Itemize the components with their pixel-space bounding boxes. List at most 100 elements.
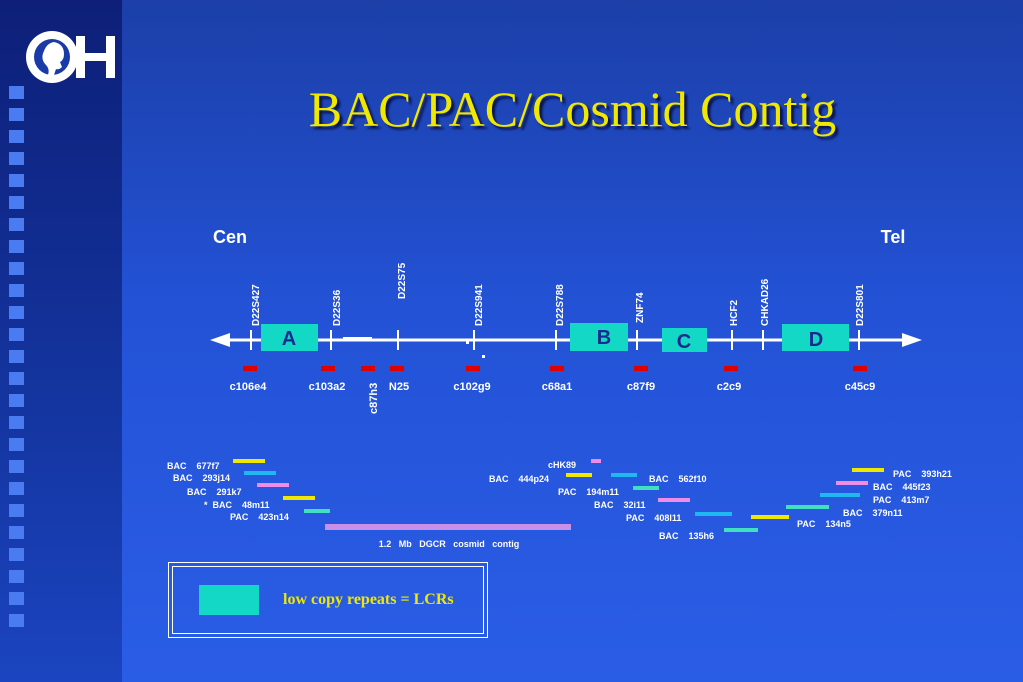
decor-square [9,548,24,561]
cosmid-marker [243,366,257,371]
lcr-label: B [597,327,611,349]
page-title: BAC/PAC/Cosmid Contig [308,81,837,137]
decor-square [9,218,24,231]
clone-bar [304,509,330,513]
clone-bar [566,473,592,477]
clone-label: BAC 677f7 [167,461,220,471]
clone-label: * BAC 48m11 [204,500,270,510]
cosmid-marker [390,366,404,371]
cosmid-label: c2c9 [717,381,741,393]
clone-bar [591,459,601,463]
clone-label: BAC 293j14 [173,473,230,483]
cosmid-marker [466,366,480,371]
marker-label: ZNF74 [635,292,646,323]
marker-label: D22S788 [555,284,566,326]
lcr-block-d [782,324,849,351]
clone-bar [257,483,289,487]
clone-label: BAC 32i11 [594,500,646,510]
cosmid-label: c102g9 [453,381,490,393]
clone-bar [786,505,829,509]
marker-label: HCF2 [729,299,740,326]
marker-label: D22S801 [855,284,866,326]
decor-square [9,570,24,583]
clone-bar [658,498,690,502]
lcr-label: A [282,328,296,350]
contig-bar [325,524,571,530]
contig-label: 1.2 Mb DGCR cosmid contig [379,539,520,549]
axis-dot [466,341,469,344]
clone-bar [244,471,276,475]
decor-square [9,108,24,121]
decor-square [9,592,24,605]
lcr-block-c [662,328,707,352]
decor-square [9,438,24,451]
clone-label: PAC 194m11 [558,487,619,497]
clone-label: PAC 393h21 [893,469,952,479]
clone-label: BAC 135h6 [659,531,714,541]
cosmid-marker [634,366,648,371]
cosmid-marker [361,366,375,371]
decor-square [9,614,24,627]
decor-square [9,240,24,253]
clone-bar [633,486,659,490]
cosmid-marker [550,366,564,371]
legend-box: low copy repeats = LCRs [168,562,488,638]
clone-bar [820,493,860,497]
decor-square [9,350,24,363]
decor-square [9,196,24,209]
tel-label: Tel [881,227,906,247]
decor-square [9,130,24,143]
clone-bar [695,512,732,516]
clone-label: PAC 413m7 [873,495,929,505]
clone-bar [751,515,789,519]
cen-label: Cen [213,227,247,247]
lcr-block-b [570,323,628,351]
decor-square [9,504,24,517]
decor-square [9,526,24,539]
clone-bar [852,468,884,472]
clone-label: cHK89 [548,460,576,470]
marker-label: D22S75 [397,262,408,299]
marker-label: D22S427 [251,284,262,326]
decor-square [9,482,24,495]
decor-square [9,86,24,99]
cosmid-label: c87h3 [368,383,380,414]
lcr-legend-swatch [199,585,259,615]
decor-square [9,460,24,473]
decor-square [9,284,24,297]
clone-label: BAC 379n11 [843,508,903,518]
cosmid-label: N25 [389,381,409,393]
clone-label: PAC 408l11 [626,513,681,523]
clone-label: BAC 291k7 [187,487,242,497]
decor-square [9,262,24,275]
cosmid-label: c103a2 [309,381,346,393]
decor-square [9,174,24,187]
axis-arrow-tel [902,333,922,347]
side-strip [0,0,122,682]
cosmid-marker [724,366,738,371]
ch-logo [26,31,115,83]
clone-bar [233,459,265,463]
cosmid-label: c45c9 [845,381,876,393]
cosmid-label: c68a1 [542,381,573,393]
clone-label: BAC 445f23 [873,482,931,492]
clone-bar [724,528,758,532]
clone-bar [283,496,315,500]
decor-square [9,152,24,165]
axis-arrow-cen [210,333,230,347]
clone-bar [611,473,637,477]
clone-label: PAC 423n14 [230,512,289,522]
clone-label: BAC 444p24 [489,474,549,484]
marker-label: CHKAD26 [760,278,771,326]
decor-square [9,306,24,319]
decor-square [9,328,24,341]
cosmid-label: c106e4 [230,381,268,393]
decor-square [9,372,24,385]
clone-label: BAC 562f10 [649,474,707,484]
clone-bar [836,481,868,485]
clone-label: PAC 134n5 [797,519,851,529]
lcr-block-a [261,324,318,351]
marker-label: D22S36 [332,289,343,326]
lcr-label: D [809,329,823,351]
cosmid-label: c87f9 [627,381,655,393]
